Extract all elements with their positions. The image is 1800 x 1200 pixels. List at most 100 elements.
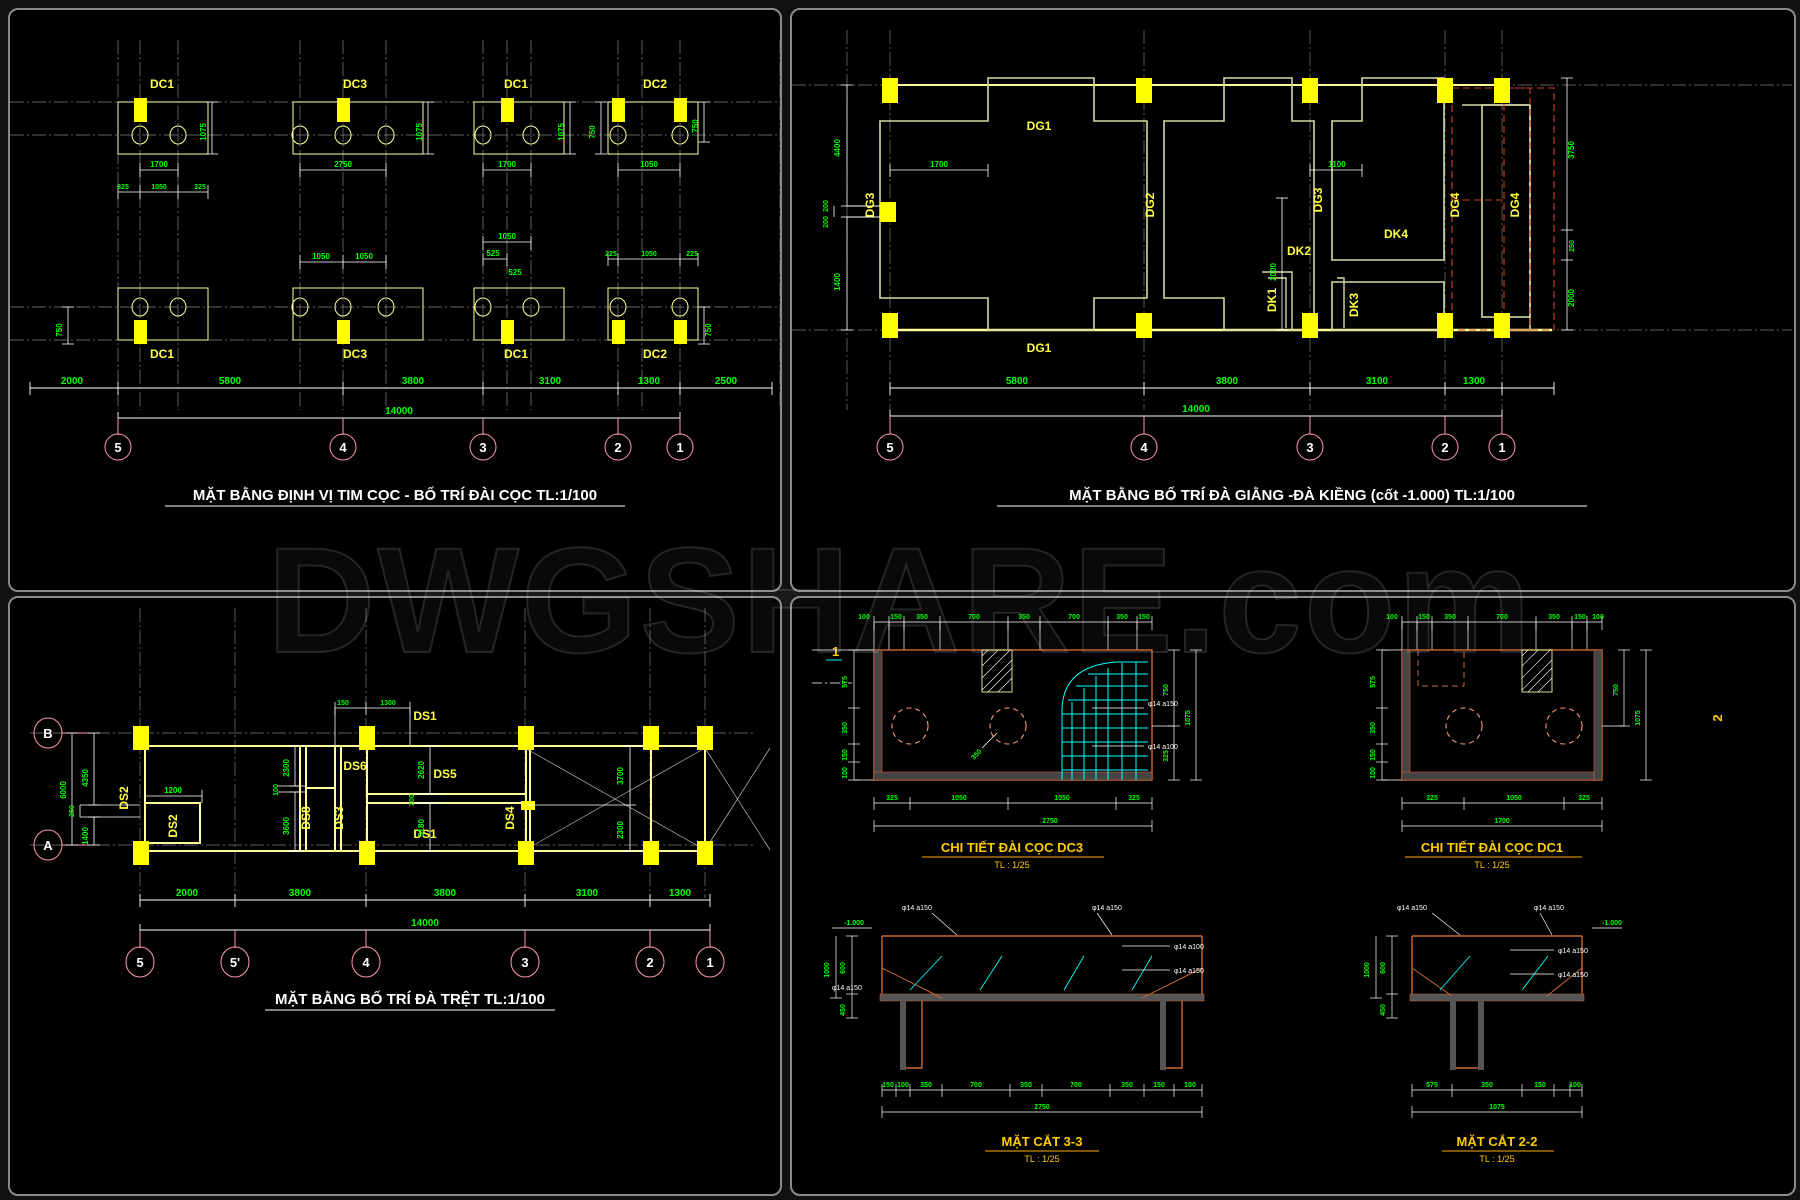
dim-1050-c: 1050 xyxy=(355,252,373,261)
ground-beam-outline xyxy=(847,77,1552,332)
gb-grid-bubble-5[interactable]: 5 xyxy=(886,440,893,455)
s33-bot-100-b: 100 xyxy=(1184,1082,1196,1089)
dc1-right-750: 750 xyxy=(1613,684,1620,696)
cap-label-dc1-top-2: DC1 xyxy=(504,77,528,91)
s33-rebar-2: φ14 a150 xyxy=(1092,905,1122,912)
dim-325-a: 325 xyxy=(117,184,129,191)
cap-label-dc3-bottom: DC3 xyxy=(343,347,367,361)
dim-1050-b: 1050 xyxy=(312,252,330,261)
dim-1100: 1100 xyxy=(1328,160,1346,169)
section-scale-22: TL : 1/25 xyxy=(1479,1154,1514,1164)
gb-grid-bubble-4[interactable]: 4 xyxy=(1140,440,1148,455)
dim-1050-e: 1050 xyxy=(641,251,657,258)
dc1-top-350-b: 350 xyxy=(1548,614,1560,621)
pile-cap-dc2-top xyxy=(607,98,699,155)
grid-bubble-2[interactable]: 2 xyxy=(614,440,621,455)
s22-dim-450: 450 xyxy=(1380,1004,1387,1016)
grid-bubble-1[interactable]: 1 xyxy=(676,440,683,455)
s33-overall: 2750 xyxy=(1034,1104,1050,1111)
fb-dim-2300-b: 2300 xyxy=(616,821,625,839)
dim-525-a: 525 xyxy=(486,249,500,258)
dashed-overlay xyxy=(1451,87,1555,331)
s22-rebar-1: φ14 a150 xyxy=(1397,905,1427,912)
fb-grid-bubble-5[interactable]: 5 xyxy=(136,955,143,970)
dc3-left-150: 150 xyxy=(842,749,849,761)
fb-grid-bubble-5prime[interactable]: 5' xyxy=(230,955,240,970)
gb-grid-bubble-2[interactable]: 2 xyxy=(1441,440,1448,455)
pile-cap-dc1-top-2 xyxy=(473,98,565,155)
beam-label-dg3-left: DG3 xyxy=(863,192,877,217)
dc1-top-150-b: 150 xyxy=(1574,614,1586,621)
dc1-top-100: 100 xyxy=(1386,614,1398,621)
fb-dim-250: 250 xyxy=(69,805,76,817)
beam-label-dg3-mid: DG3 xyxy=(1311,187,1325,212)
detail-dc1: 100 150 350 700 350 150 100 xyxy=(1370,614,1725,870)
fb-label-ds8: DS8 xyxy=(299,806,313,830)
dc3-bot-1050-a: 1050 xyxy=(951,795,967,802)
pile-cap-dc3-bottom xyxy=(291,287,424,344)
dc3-top-dim-150-b: 150 xyxy=(1138,614,1150,621)
pile-cap-dc1-bottom xyxy=(117,287,209,344)
gb-bay-3100: 3100 xyxy=(1366,376,1389,387)
s22-bot-575: 575 xyxy=(1426,1082,1438,1089)
section-3-3: 600 1000 450 -1.000 φ14 a150 φ14 a150 φ1… xyxy=(824,905,1205,1164)
section-title-33: MẶT CẮT 3-3 xyxy=(1002,1134,1083,1149)
panel-details[interactable]: 100 150 350 700 350 700 350 150 1 xyxy=(790,596,1796,1196)
panel-floor-beam-plan[interactable]: DS1 DS2 DS2 DS8 DS6 DS3 DS5 DS4 DS1 B A xyxy=(8,596,782,1196)
fb-grid-bubble-4[interactable]: 4 xyxy=(362,955,370,970)
fb-label-ds4: DS4 xyxy=(503,806,517,830)
dc3-top-dim-350-c: 350 xyxy=(1116,614,1128,621)
pile-cap-dc3-top xyxy=(291,98,424,155)
dim-1075-a: 1075 xyxy=(199,123,208,141)
section-2-2: 600 1000 450 -1.000 φ14 a150 φ14 a150 φ1… xyxy=(1364,905,1622,1164)
pile-cap-dc2-bottom xyxy=(607,287,699,344)
fb-label-ds5: DS5 xyxy=(433,767,457,781)
dc3-top-dim-700-a: 700 xyxy=(968,614,980,621)
fb-dim-150: 150 xyxy=(337,700,349,707)
panel-ground-beam-plan[interactable]: DG1 DG3 DG2 DG3 DG1 DG4 DG4 DK1 DK2 DK3 … xyxy=(790,8,1796,592)
cap-label-dc2-bottom: DC2 xyxy=(643,347,667,361)
dim-525-b: 525 xyxy=(508,268,522,277)
beam-label-dk1: DK1 xyxy=(1265,288,1279,312)
dim-2750-a: 2750 xyxy=(334,160,352,169)
panel-title-ground-beam: MẶT BẰNG BỐ TRÍ ĐÀ GIẰNG -ĐÀ KIỀNG (cốt … xyxy=(1069,486,1515,504)
s22-overall: 1075 xyxy=(1489,1104,1505,1111)
section-title-22: MẶT CẮT 2-2 xyxy=(1457,1134,1538,1149)
dim-3750: 3750 xyxy=(1567,141,1576,159)
dim-225-b: 225 xyxy=(686,251,698,258)
s33-rebar-4: φ14 a150 xyxy=(1174,968,1204,975)
fb-grid-bubble-3[interactable]: 3 xyxy=(521,955,528,970)
fb-bay-3800-a: 3800 xyxy=(289,888,312,899)
axis-bubble-a[interactable]: A xyxy=(43,838,53,853)
s22-bot-350: 350 xyxy=(1481,1082,1493,1089)
total-dim-14000: 14000 xyxy=(385,406,413,417)
axis-bubble-b[interactable]: B xyxy=(43,726,52,741)
dc3-top-dim-350-b: 350 xyxy=(1018,614,1030,621)
fb-dim-1200: 1200 xyxy=(164,786,182,795)
dc1-top-150: 150 xyxy=(1418,614,1430,621)
gb-grid-bubble-3[interactable]: 3 xyxy=(1306,440,1313,455)
bay-dim-2500: 2500 xyxy=(715,376,738,387)
grid-bubble-5[interactable]: 5 xyxy=(114,440,121,455)
beam-label-dg4-a: DG4 xyxy=(1448,192,1462,217)
s22-dim-600: 600 xyxy=(1380,962,1387,974)
detail-title-dc1: CHI TIẾT ĐÀI CỌC DC1 xyxy=(1421,840,1563,855)
dim-325-b: 325 xyxy=(194,184,206,191)
dim-225-a: 225 xyxy=(605,251,617,258)
panel-pile-cap-plan[interactable]: DC1 1075 1700 325 1050 325 DC3 xyxy=(8,8,782,592)
grid-bubble-3[interactable]: 3 xyxy=(479,440,486,455)
grid-bubble-4[interactable]: 4 xyxy=(339,440,347,455)
fb-grid-bubble-2[interactable]: 2 xyxy=(646,955,653,970)
gb-grid-bubble-1[interactable]: 1 xyxy=(1498,440,1505,455)
pile-cap-dc1-bottom-2 xyxy=(473,287,565,344)
dc3-top-dim-150: 150 xyxy=(890,614,902,621)
fb-dim-6000: 6000 xyxy=(59,781,68,799)
dc3-left-100: 100 xyxy=(842,767,849,779)
s33-level: -1.000 xyxy=(844,920,864,927)
s22-bot-100: 100 xyxy=(1569,1082,1581,1089)
s33-dim-600: 600 xyxy=(840,962,847,974)
fb-dim-100: 100 xyxy=(273,784,280,796)
fb-label-ds6: DS6 xyxy=(343,759,367,773)
fb-grid-bubble-1[interactable]: 1 xyxy=(706,955,713,970)
gb-bay-5800: 5800 xyxy=(1006,376,1029,387)
